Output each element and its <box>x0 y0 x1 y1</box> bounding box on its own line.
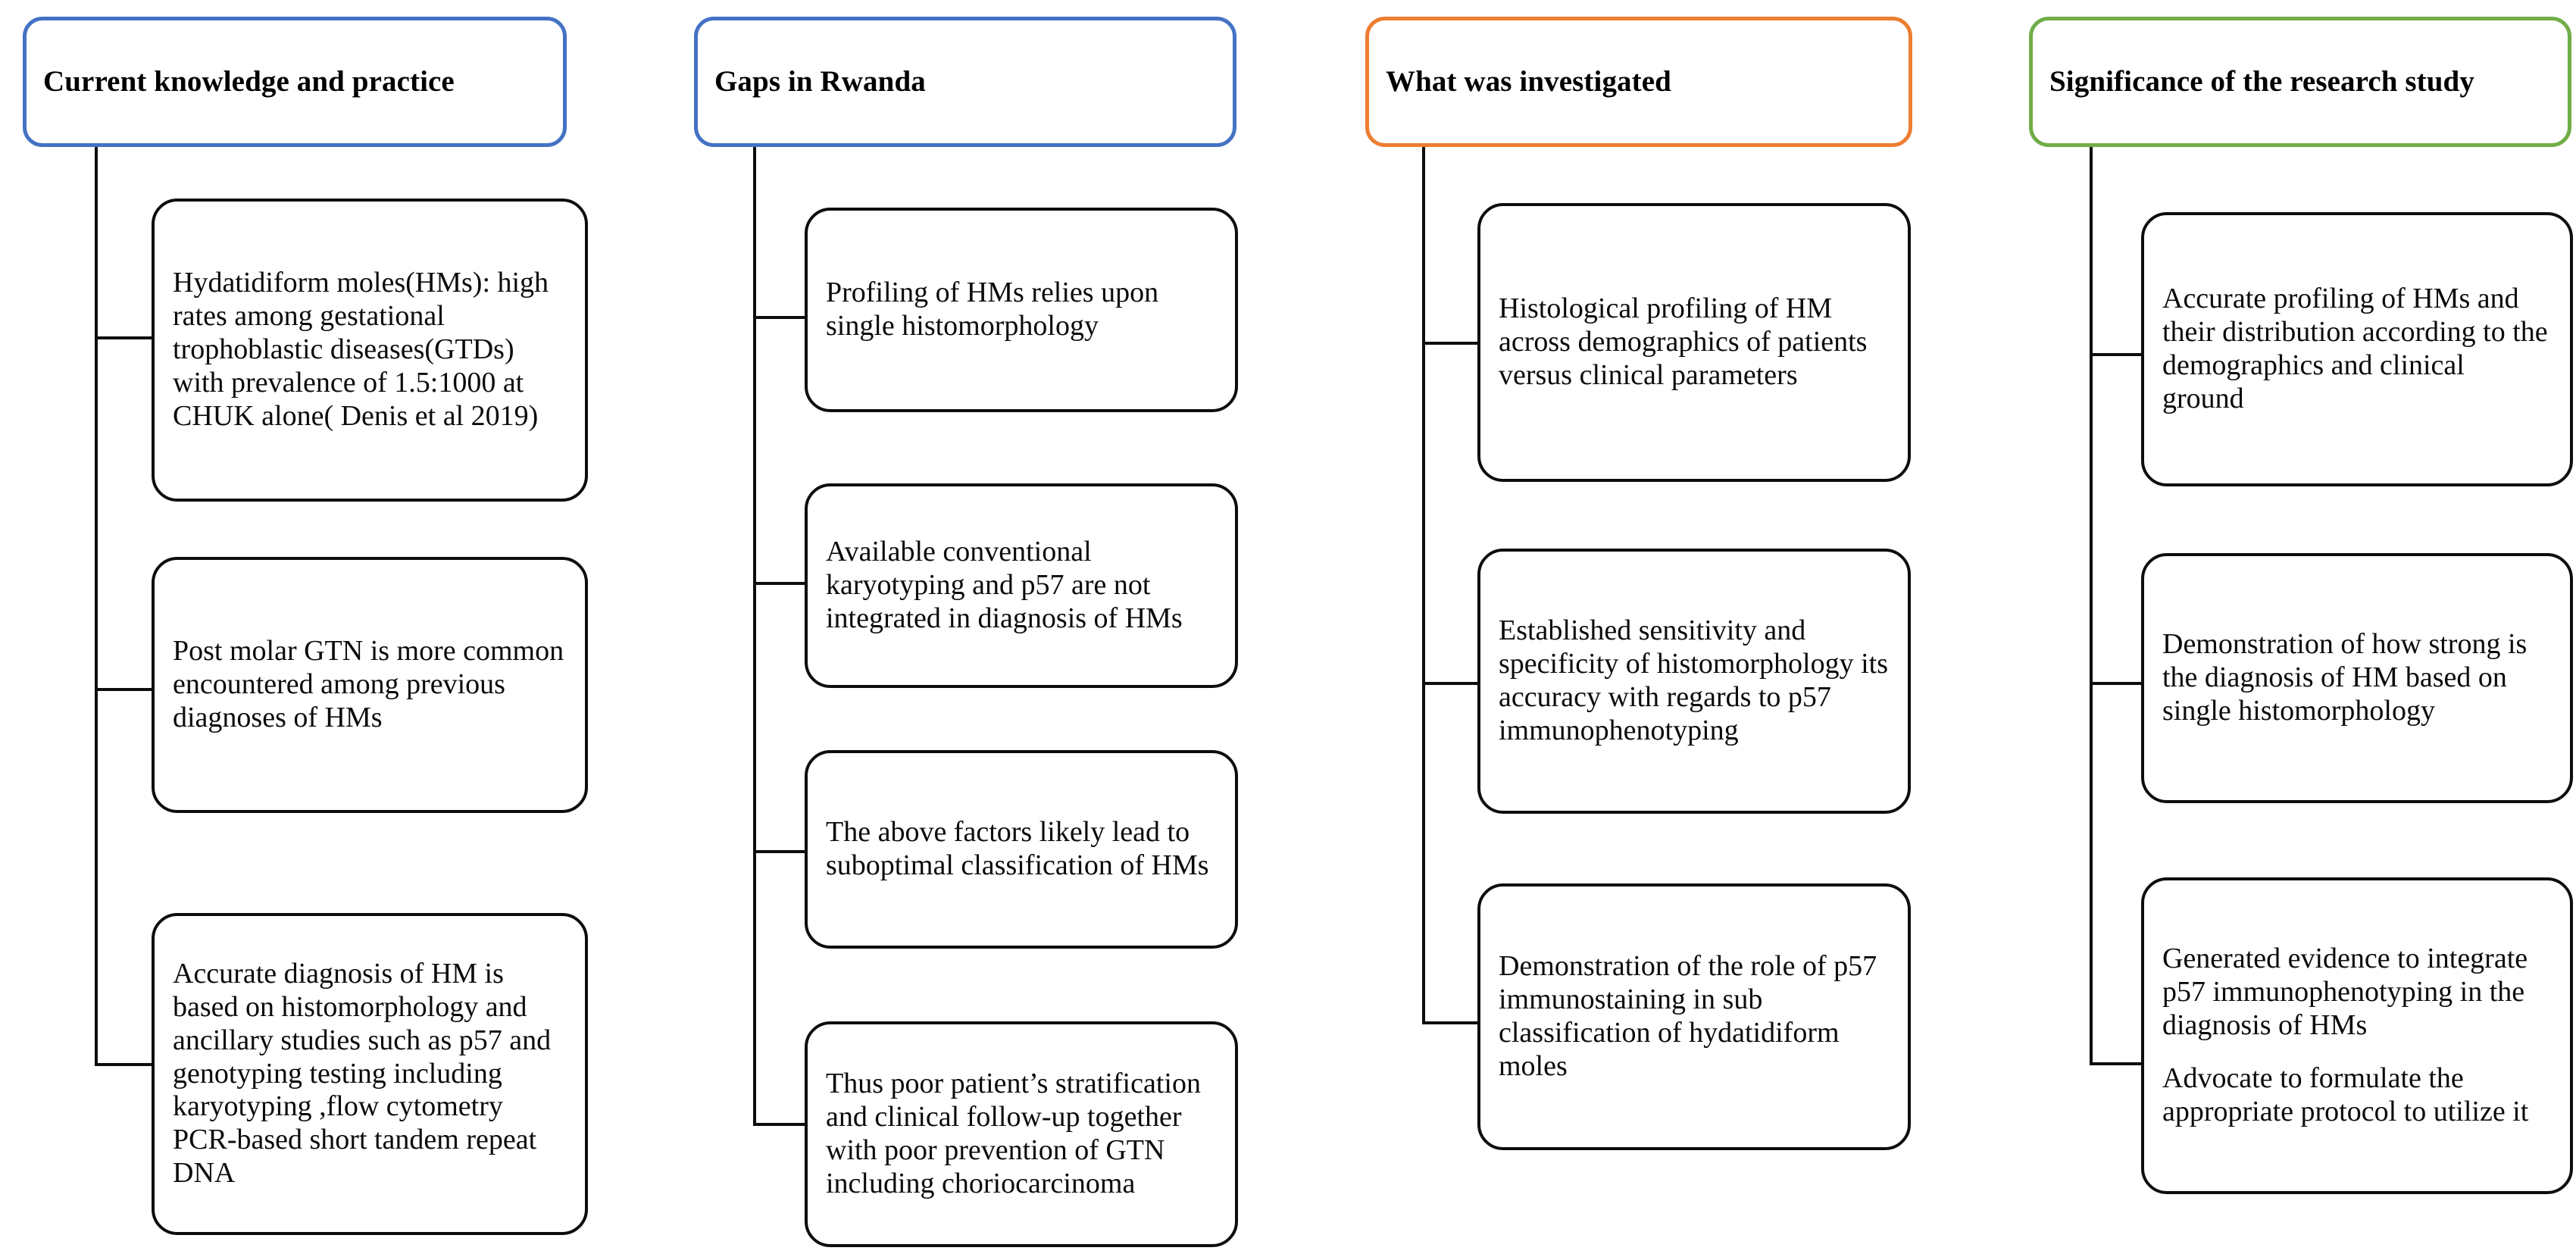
node-text: Accurate diagnosis of HM is based on his… <box>173 957 552 1190</box>
connector-trunk <box>753 147 756 1123</box>
connector-branch <box>753 1123 805 1126</box>
node-text: Available conventional karyotyping and p… <box>826 536 1183 634</box>
header-box-significance-of-the-research-study[interactable]: Significance of the research study <box>2029 17 2571 147</box>
node-box[interactable]: Thus poor patient’s stratification and c… <box>805 1021 1238 1247</box>
node-text: Thus poor patient’s stratification and c… <box>826 1068 1201 1199</box>
node-text: Hydatidiform moles(HMs): high rates amon… <box>173 267 549 432</box>
node-text: Established sensitivity and specificity … <box>1499 614 1889 746</box>
node-box[interactable]: Hydatidiform moles(HMs): high rates amon… <box>152 199 588 502</box>
node-text: The above factors likely lead to subopti… <box>826 816 1209 881</box>
node-box[interactable]: Demonstration of how strong is the diagn… <box>2141 553 2573 803</box>
connector-branch <box>95 688 152 691</box>
node-text: Accurate profiling of HMs and their dist… <box>2162 283 2548 414</box>
header-label: What was investigated <box>1386 64 1671 98</box>
node-text: Histological profiling of HM across demo… <box>1499 292 1868 391</box>
connector-branch <box>1422 1021 1477 1024</box>
connector-trunk <box>1422 147 1425 1021</box>
connector-branch <box>2090 1062 2141 1065</box>
header-label: Current knowledge and practice <box>43 64 455 98</box>
connector-branch <box>2090 682 2141 685</box>
node-text: Demonstration of the role of p57 immunos… <box>1499 950 1877 1082</box>
header-box-gaps-in-rwanda[interactable]: Gaps in Rwanda <box>694 17 1236 147</box>
node-box[interactable]: Histological profiling of HM across demo… <box>1477 203 1911 482</box>
node-text: Advocate to formulate the appropriate pr… <box>2162 1062 2529 1127</box>
node-box[interactable]: Profiling of HMs relies upon single hist… <box>805 208 1238 412</box>
header-label: Gaps in Rwanda <box>714 64 926 98</box>
connector-trunk <box>2090 147 2093 1062</box>
node-box[interactable]: Established sensitivity and specificity … <box>1477 549 1911 814</box>
node-box[interactable]: Available conventional karyotyping and p… <box>805 483 1238 688</box>
connector-branch <box>1422 342 1477 345</box>
connector-branch <box>753 582 805 585</box>
node-box[interactable]: The above factors likely lead to subopti… <box>805 750 1238 949</box>
node-box[interactable]: Accurate profiling of HMs and their dist… <box>2141 212 2573 486</box>
header-label: Significance of the research study <box>2049 64 2474 98</box>
header-box-what-was-investigated[interactable]: What was investigated <box>1365 17 1912 147</box>
connector-branch <box>1422 682 1477 685</box>
connector-branch <box>2090 353 2141 356</box>
node-box[interactable]: Post molar GTN is more common encountere… <box>152 557 588 813</box>
node-text: Generated evidence to integrate p57 immu… <box>2162 943 2528 1042</box>
node-box[interactable]: Generated evidence to integrate p57 immu… <box>2141 877 2573 1194</box>
node-text: Post molar GTN is more common encountere… <box>173 635 564 733</box>
node-box[interactable]: Demonstration of the role of p57 immunos… <box>1477 883 1911 1150</box>
node-text: Profiling of HMs relies upon single hist… <box>826 277 1159 342</box>
connector-branch <box>753 316 805 319</box>
connector-branch <box>95 1063 152 1066</box>
connector-branch <box>753 850 805 853</box>
header-box-current-knowledge-and-practice[interactable]: Current knowledge and practice <box>23 17 567 147</box>
node-text: Demonstration of how strong is the diagn… <box>2162 628 2528 727</box>
node-box[interactable]: Accurate diagnosis of HM is based on his… <box>152 913 588 1235</box>
connector-branch <box>95 336 152 339</box>
connector-trunk <box>95 147 98 1063</box>
